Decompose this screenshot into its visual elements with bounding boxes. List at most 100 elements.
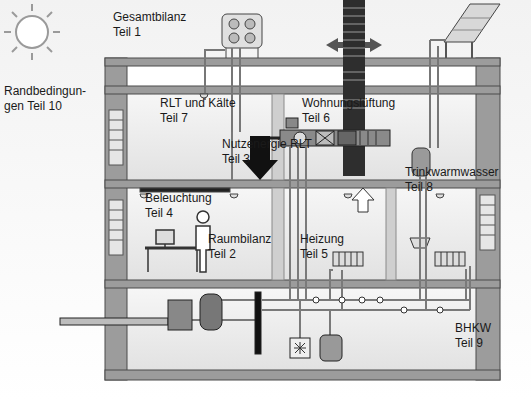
pipework — [290, 146, 306, 300]
chp-plant-room — [60, 292, 342, 361]
service-shafts — [386, 188, 396, 280]
sun-symbol — [4, 31, 11, 33]
cooling-tower — [245, 19, 255, 29]
solar-collector — [444, 4, 500, 42]
windows — [109, 110, 123, 165]
solar-collector — [430, 40, 446, 148]
pipework — [300, 300, 330, 340]
chp-plant-room — [255, 292, 261, 354]
pipework — [330, 270, 342, 310]
pipework — [465, 266, 470, 310]
sun-symbol — [12, 47, 17, 52]
air-handling-unit — [360, 131, 376, 145]
building-shell — [105, 58, 500, 380]
chimney-exhaust — [343, 8, 365, 108]
chimney-exhaust — [338, 42, 343, 48]
supply-air-arrow — [352, 188, 374, 212]
valves — [437, 307, 443, 313]
chp-plant-room — [290, 338, 310, 358]
office-workplace — [197, 211, 209, 223]
radiators-and-fixtures — [435, 252, 465, 266]
sun-symbol — [31, 53, 33, 60]
part-label: Raumbilanz Teil 2 — [208, 232, 278, 262]
part-label: Heizung Teil 5 — [300, 232, 352, 262]
office-workplace — [156, 230, 174, 244]
office-workplace — [145, 211, 210, 272]
building-shell — [105, 370, 500, 380]
cooling-tower — [222, 14, 262, 48]
valves — [401, 307, 407, 313]
cooling-tower — [232, 48, 240, 132]
lighting — [344, 194, 352, 198]
office-workplace — [196, 248, 198, 272]
air-handling-unit — [316, 131, 334, 145]
sun-symbol — [4, 4, 60, 60]
part-label: Beleuchtung Teil 4 — [145, 191, 219, 221]
part-label: Gesamtbilanz Teil 1 — [113, 10, 195, 40]
sun-symbol — [12, 12, 17, 17]
part-label: Nutzenergie RLT Teil 3 — [222, 137, 318, 167]
radiators-and-fixtures — [339, 252, 357, 266]
building-shell — [105, 86, 500, 94]
sun-symbol — [31, 4, 33, 11]
chp-plant-room — [200, 294, 222, 330]
part-label: Wohnungslüftung Teil 6 — [302, 96, 402, 126]
building-shell — [105, 180, 500, 188]
lighting — [230, 194, 238, 198]
service-shafts — [272, 188, 284, 280]
air-handling-unit — [316, 131, 334, 145]
radiators-and-fixtures — [441, 252, 459, 266]
sun-symbol — [47, 47, 52, 52]
windows — [109, 200, 123, 255]
cooling-tower — [205, 50, 225, 100]
rooms — [127, 66, 476, 370]
pipework — [420, 176, 426, 310]
valves — [313, 297, 319, 303]
building-shell — [105, 58, 127, 380]
rooms — [127, 66, 476, 86]
sun-symbol — [53, 31, 60, 33]
pipework — [192, 132, 470, 340]
air-handling-unit — [286, 118, 298, 128]
valves — [359, 297, 365, 303]
solar-collector — [446, 42, 472, 58]
solar-collector — [430, 4, 500, 148]
cooling-tower — [229, 33, 239, 43]
part-label: Trinkwarmwasser Teil 8 — [405, 165, 505, 195]
cooling-tower — [226, 48, 227, 58]
building-shell — [105, 280, 500, 288]
part-label: BHKW Teil 9 — [455, 321, 499, 351]
cooling-tower — [245, 33, 255, 43]
valves — [377, 297, 383, 303]
windows — [480, 195, 495, 250]
chimney-exhaust — [365, 42, 370, 48]
cooling-tower — [258, 48, 259, 58]
part-label: Randbedingun- gen Teil 10 — [4, 84, 90, 114]
rooms — [127, 188, 476, 280]
sun-symbol — [16, 16, 48, 48]
office-workplace — [145, 247, 200, 250]
chp-plant-room — [294, 342, 306, 354]
office-workplace — [147, 248, 149, 272]
chp-plant-room — [60, 318, 168, 325]
sun-symbol — [47, 12, 52, 17]
rooms — [127, 288, 476, 370]
chimney-exhaust — [326, 38, 338, 52]
office-workplace — [196, 226, 210, 272]
chp-plant-room — [320, 335, 342, 361]
radiators-and-fixtures — [333, 252, 363, 266]
solar-collector — [452, 18, 490, 30]
valves — [339, 297, 345, 303]
supply-air-arrow — [352, 188, 374, 212]
chimney-exhaust — [326, 0, 382, 176]
building-shell — [105, 58, 500, 66]
chimney-exhaust — [370, 38, 382, 52]
chimney-exhaust — [343, 0, 365, 176]
lighting — [140, 94, 444, 198]
cooling-tower — [205, 14, 262, 132]
part-label: RLT und Kälte Teil 7 — [160, 96, 244, 126]
lighting — [436, 194, 444, 198]
